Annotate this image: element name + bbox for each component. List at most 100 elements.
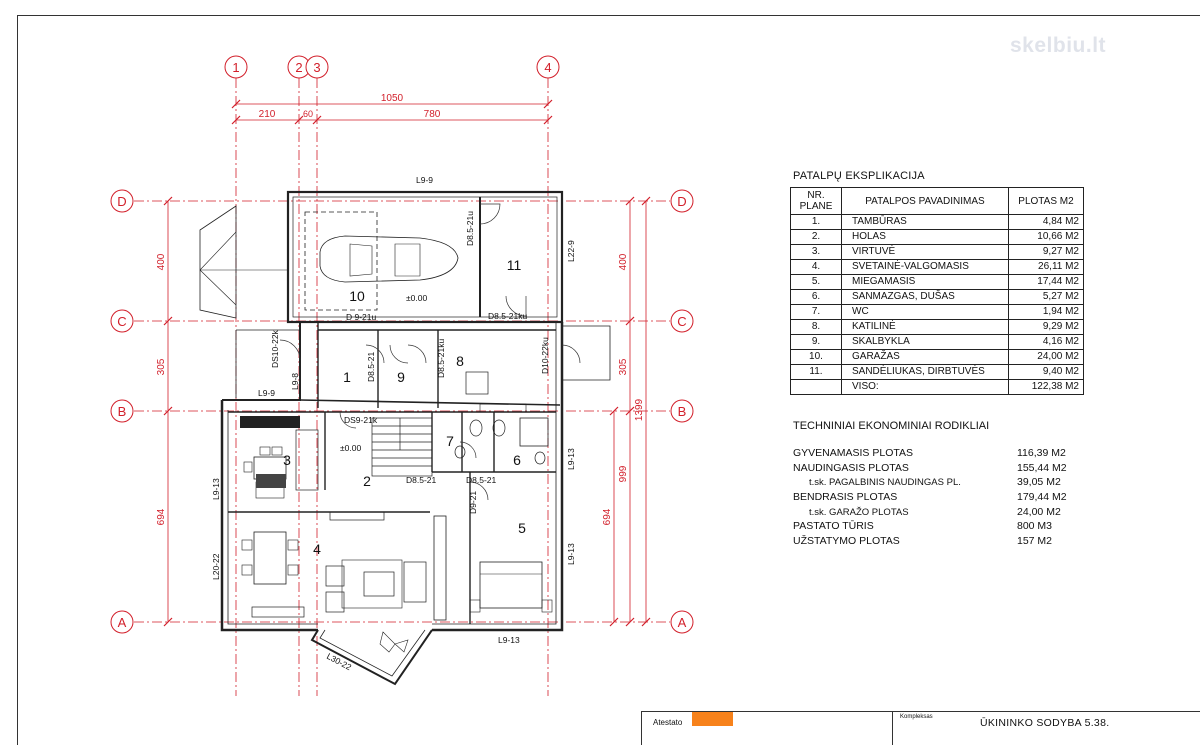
room-name-cell: SANMAZGAS, DUŠAS — [841, 289, 1009, 305]
axis-bubble-D-right — [670, 189, 694, 213]
room-name-cell: SANDĖLIUKAS, DIRBTUVĖS — [841, 364, 1009, 380]
label-window-l20-22: L20-22 — [211, 553, 221, 580]
header-name: PATALPOS PAVADINIMAS — [841, 187, 1009, 215]
axis-bubble-D-left — [110, 189, 134, 213]
door-swings — [279, 203, 581, 501]
explication-table: NR. PLANE PATALPOS PAVADINIMAS PLOTAS M2… — [790, 187, 1084, 395]
axis-label-C-right: C — [677, 314, 686, 329]
room-name-cell: MIEGAMASIS — [841, 274, 1009, 290]
header-nr: NR. PLANE — [790, 187, 842, 215]
room-nr-cell: 11. — [790, 364, 842, 380]
total-label-cell: VISO: — [841, 379, 1009, 395]
room-area-cell: 24,00 M2 — [1008, 349, 1084, 365]
room-name-cell: HOLAS — [841, 229, 1009, 245]
room-nr-cell: 4. — [790, 259, 842, 275]
dim-top-part-1: 210 — [259, 109, 276, 120]
axis-bubble-B-left — [110, 399, 134, 423]
total-area-cell: 122,38 M2 — [1008, 379, 1084, 395]
stamp-label-atestato: Atestato — [653, 718, 683, 727]
label-level-hall: ±0.00 — [340, 443, 361, 453]
room-area-cell: 4,84 M2 — [1008, 214, 1084, 230]
stamp-label-kompleksas: Kompleksas — [900, 714, 933, 720]
label-window-l22-9: L22-9 — [566, 240, 576, 262]
axis-bubble-A-right — [670, 610, 694, 634]
label-window-l9-9: L9-9 — [258, 388, 275, 398]
walls — [199, 190, 611, 686]
label-door-ds10-22k: DS10-22k — [270, 329, 280, 368]
technical-value: 800 M3 — [1017, 520, 1053, 533]
technical-label: t.sk. PAGALBINIS NAUDINGAS PL. — [809, 477, 961, 489]
label-door-d85-21u: D8.5-21u — [465, 211, 475, 246]
technical-label: t.sk. GARAŽO PLOTAS — [809, 506, 909, 518]
technical-label: NAUDINGASIS PLOTAS — [793, 461, 909, 474]
label-window-l9-9-top: L9-9 — [416, 175, 433, 185]
axis-label-3: 3 — [313, 60, 320, 75]
watermark: skelbiu.lt — [1010, 34, 1107, 57]
room-area-cell: 5,27 M2 — [1008, 289, 1084, 305]
axis-label-1: 1 — [232, 60, 239, 75]
axis-bubble-C-right — [670, 309, 694, 333]
room-number-4: 4 — [313, 541, 321, 557]
room-nr-cell: 5. — [790, 274, 842, 290]
header-area: PLOTAS M2 — [1008, 187, 1084, 215]
label-door-d85-21-b: D8.5-21 — [466, 475, 497, 485]
stamp-project-name: ŪKININKO SODYBA 5.38. — [980, 717, 1110, 729]
room-number-9: 9 — [397, 369, 405, 385]
total-empty-cell — [790, 379, 842, 395]
dim-right-2: 305 — [618, 358, 629, 375]
technical-value: 116,39 M2 — [1017, 447, 1066, 459]
room-number-3: 3 — [283, 452, 291, 468]
technical-row: PASTATO TŪRIS 800 M3 — [793, 519, 1093, 534]
axis-bubble-1 — [224, 55, 248, 79]
room-area-cell: 10,66 M2 — [1008, 229, 1084, 245]
room-name-cell: TAMBŪRAS — [841, 214, 1009, 230]
label-level-garage: ±0.00 — [406, 293, 427, 303]
drawing-frame — [17, 15, 1200, 745]
axis-label-B-left: B — [118, 404, 127, 419]
label-window-l9-8: L9-8 — [290, 373, 300, 390]
room-nr-cell: 1. — [790, 214, 842, 230]
label-door-d85-21-v: D8.5-21 — [366, 351, 376, 382]
label-door-d9-21: D9-21 — [468, 491, 478, 514]
stamp-orange-mark — [692, 712, 733, 726]
room-nr-cell: 6. — [790, 289, 842, 305]
label-door-d85-21ku-v: D8.5-21ku — [436, 339, 446, 378]
axis-label-A-right: A — [678, 615, 687, 630]
room-nr-cell: 2. — [790, 229, 842, 245]
label-window-l9-13-r: L9-13 — [566, 448, 576, 470]
dim-right-1: 400 — [618, 253, 629, 270]
axis-label-2: 2 — [295, 60, 302, 75]
kitchen-counter — [240, 416, 300, 428]
garage-outline — [286, 190, 564, 324]
technical-label: PASTATO TŪRIS — [793, 520, 874, 533]
dim-left-3: 694 — [156, 508, 167, 525]
label-window-l9-13-l: L9-13 — [211, 478, 221, 500]
axis-bubble-B-right — [670, 399, 694, 423]
room-nr-cell: 10. — [790, 349, 842, 365]
explication-title: PATALPŲ EKSPLIKACIJA — [793, 170, 925, 182]
room-number-2: 2 — [363, 473, 371, 489]
room-number-7: 7 — [446, 433, 454, 449]
axis-bubble-3 — [305, 55, 329, 79]
room-area-cell: 26,11 M2 — [1008, 259, 1084, 275]
label-door-d9-21u: D 9-21u — [346, 312, 377, 322]
technical-label: UŽSTATYMO PLOTAS — [793, 535, 900, 548]
dim-right-3: 999 — [618, 465, 629, 482]
label-window-l9-13-bottom: L9-13 — [498, 635, 520, 645]
axis-bubble-4 — [536, 55, 560, 79]
axis-bubbles — [110, 55, 694, 634]
room-nr-cell: 8. — [790, 319, 842, 335]
room-nr-cell: 9. — [790, 334, 842, 350]
stamp-cell-certificate: Atestato — [642, 712, 893, 745]
dim-top-part-3: 780 — [424, 109, 441, 120]
